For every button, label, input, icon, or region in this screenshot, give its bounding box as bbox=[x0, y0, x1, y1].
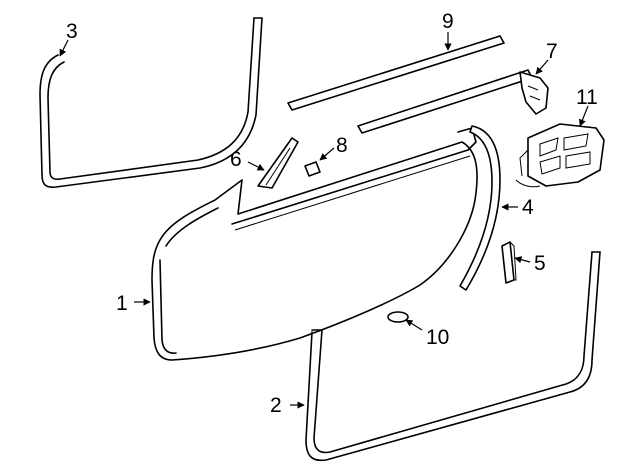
callout-6-label: 6 bbox=[230, 148, 242, 171]
callout-3-label: 3 bbox=[66, 20, 78, 43]
callout-1-label: 1 bbox=[116, 292, 128, 315]
callout-9-label: 9 bbox=[442, 10, 454, 33]
callout-2: 2 bbox=[270, 394, 305, 417]
callout-10: 10 bbox=[405, 319, 449, 349]
callout-10-label: 10 bbox=[426, 326, 449, 349]
callout-4-label: 4 bbox=[522, 196, 534, 219]
callout-11: 11 bbox=[576, 86, 598, 127]
part-5-seal-block bbox=[501, 241, 517, 284]
callout-9: 9 bbox=[442, 10, 454, 51]
callout-8: 8 bbox=[319, 134, 348, 161]
part-9-belt-molding bbox=[287, 35, 505, 111]
part-6-mirror-bracket bbox=[257, 137, 299, 189]
part-1-door-shell bbox=[151, 127, 478, 361]
part-7-inner-belt-strip bbox=[357, 69, 549, 134]
callout-5-label: 5 bbox=[534, 252, 546, 275]
callout-8-label: 8 bbox=[336, 134, 348, 157]
part-2-opening-weatherstrip bbox=[305, 251, 601, 462]
callout-4: 4 bbox=[501, 196, 534, 219]
callout-1: 1 bbox=[116, 292, 151, 315]
part-10-plug bbox=[387, 311, 409, 323]
part-4-rear-edge-seal bbox=[459, 125, 501, 291]
callout-3: 3 bbox=[59, 20, 78, 57]
callout-2-label: 2 bbox=[270, 394, 282, 417]
callout-6: 6 bbox=[230, 148, 265, 171]
callout-7: 7 bbox=[535, 40, 558, 75]
callout-5: 5 bbox=[514, 252, 546, 275]
callout-7-label: 7 bbox=[546, 40, 558, 63]
part-3-window-frame-seal bbox=[39, 17, 263, 188]
callout-11-label: 11 bbox=[576, 86, 598, 109]
part-8-clip bbox=[304, 161, 321, 177]
part-11-door-module bbox=[515, 123, 605, 188]
